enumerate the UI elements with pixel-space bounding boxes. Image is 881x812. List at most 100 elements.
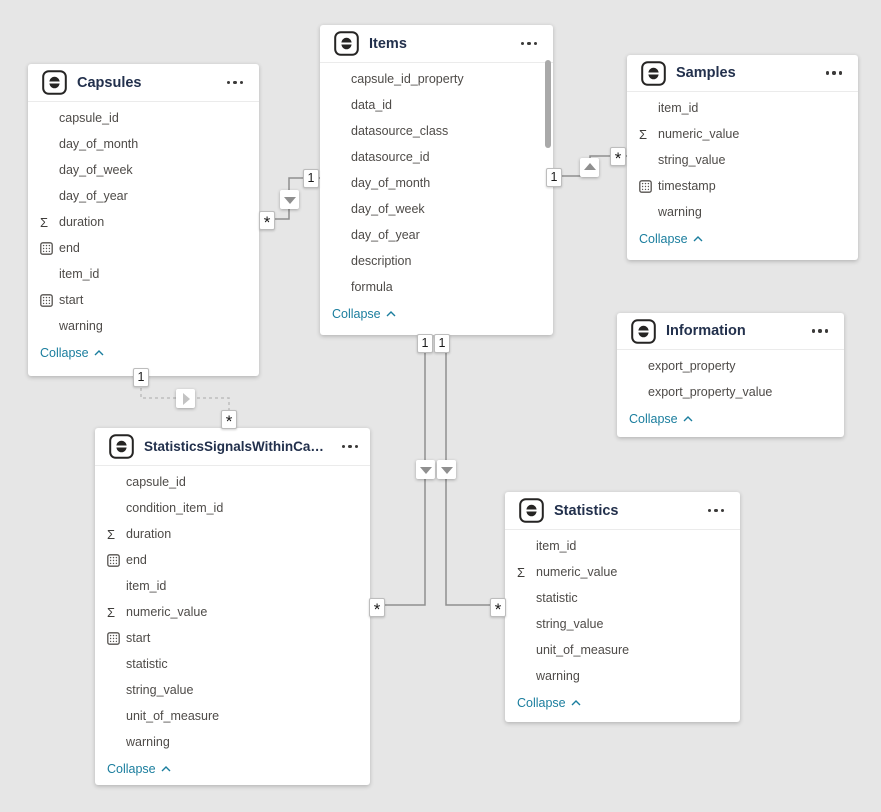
cardinality-label[interactable]: * bbox=[221, 410, 237, 431]
field-row[interactable]: start bbox=[95, 625, 370, 651]
table-card-capsules[interactable]: Capsules capsule_id day_of_month day_of_… bbox=[28, 64, 259, 376]
field-row[interactable]: capsule_id bbox=[95, 469, 370, 495]
table-header[interactable]: Information bbox=[617, 313, 844, 350]
field-row[interactable]: warning bbox=[28, 313, 259, 339]
field-row[interactable]: end bbox=[28, 235, 259, 261]
table-card-information[interactable]: Information export_property export_prope… bbox=[617, 313, 844, 437]
relationship-line-items-statisticssignals[interactable] bbox=[370, 335, 426, 606]
more-options-icon[interactable] bbox=[340, 443, 360, 450]
field-name: day_of_year bbox=[59, 189, 128, 203]
table-header[interactable]: Statistics bbox=[505, 492, 740, 530]
field-row[interactable]: day_of_year bbox=[320, 222, 553, 248]
relationship-line-items-statistics[interactable] bbox=[445, 335, 505, 606]
field-row[interactable]: export_property bbox=[617, 353, 844, 379]
field-row[interactable]: capsule_id_property bbox=[320, 66, 553, 92]
table-header[interactable]: StatisticsSignalsWithinCapsules bbox=[95, 428, 370, 466]
collapse-link[interactable]: Collapse bbox=[517, 693, 581, 713]
field-row[interactable]: datasource_id bbox=[320, 144, 553, 170]
table-header[interactable]: Samples bbox=[627, 55, 858, 92]
collapse-link[interactable]: Collapse bbox=[107, 759, 171, 779]
field-row[interactable]: item_id bbox=[505, 533, 740, 559]
chevron-up-icon bbox=[683, 416, 693, 422]
table-title: Items bbox=[369, 35, 407, 52]
field-row[interactable]: timestamp bbox=[627, 173, 858, 199]
table-card-items[interactable]: Items capsule_id_property data_id dataso… bbox=[320, 25, 553, 335]
field-name: duration bbox=[126, 527, 172, 541]
cardinality-label[interactable]: 1 bbox=[546, 168, 562, 187]
table-header[interactable]: Capsules bbox=[28, 64, 259, 102]
cardinality-label[interactable]: 1 bbox=[133, 368, 149, 387]
field-row[interactable]: start bbox=[28, 287, 259, 313]
cardinality-label[interactable]: * bbox=[490, 598, 506, 619]
filter-direction-down-icon[interactable] bbox=[437, 460, 456, 479]
table-title: Statistics bbox=[554, 502, 619, 519]
collapse-link[interactable]: Collapse bbox=[639, 229, 703, 249]
filter-direction-down-icon[interactable] bbox=[280, 190, 299, 209]
collapse-link[interactable]: Collapse bbox=[332, 304, 396, 324]
field-row[interactable]: statistic bbox=[95, 651, 370, 677]
collapse-link[interactable]: Collapse bbox=[629, 409, 693, 429]
field-row[interactable]: string_value bbox=[95, 677, 370, 703]
field-row[interactable]: condition_item_id bbox=[95, 495, 370, 521]
field-list: capsule_id day_of_month day_of_week day_… bbox=[28, 102, 259, 363]
cardinality-label[interactable]: * bbox=[259, 211, 275, 232]
filter-direction-right-icon[interactable] bbox=[176, 389, 195, 408]
cardinality-label[interactable]: * bbox=[369, 598, 385, 619]
more-options-icon[interactable] bbox=[225, 79, 245, 86]
field-row[interactable]: warning bbox=[95, 729, 370, 755]
field-row[interactable]: end bbox=[95, 547, 370, 573]
field-row[interactable]: day_of_month bbox=[320, 170, 553, 196]
field-row[interactable]: string_value bbox=[627, 147, 858, 173]
field-row[interactable]: warning bbox=[505, 663, 740, 689]
chevron-up-icon bbox=[386, 311, 396, 317]
field-row[interactable]: item_id bbox=[28, 261, 259, 287]
field-row[interactable]: unit_of_measure bbox=[505, 637, 740, 663]
cardinality-label[interactable]: 1 bbox=[434, 334, 450, 353]
field-row[interactable]: formula bbox=[320, 274, 553, 300]
field-row[interactable]: unit_of_measure bbox=[95, 703, 370, 729]
more-options-icon[interactable] bbox=[810, 327, 830, 334]
field-row[interactable]: datasource_class bbox=[320, 118, 553, 144]
more-options-icon[interactable] bbox=[706, 507, 726, 514]
field-row[interactable]: day_of_week bbox=[320, 196, 553, 222]
field-row[interactable]: day_of_week bbox=[28, 157, 259, 183]
field-row[interactable]: data_id bbox=[320, 92, 553, 118]
filter-direction-up-icon[interactable] bbox=[580, 158, 599, 177]
field-row[interactable]: item_id bbox=[627, 95, 858, 121]
field-row[interactable]: description bbox=[320, 248, 553, 274]
field-row[interactable]: day_of_month bbox=[28, 131, 259, 157]
field-name: description bbox=[351, 254, 412, 268]
more-options-icon[interactable] bbox=[824, 69, 844, 76]
cardinality-label[interactable]: 1 bbox=[303, 169, 319, 188]
field-name: duration bbox=[59, 215, 105, 229]
field-row[interactable]: statistic bbox=[505, 585, 740, 611]
filter-direction-down-icon[interactable] bbox=[416, 460, 435, 479]
chevron-up-icon bbox=[161, 766, 171, 772]
table-header[interactable]: Items bbox=[320, 25, 553, 63]
field-row[interactable]: string_value bbox=[505, 611, 740, 637]
field-name: day_of_month bbox=[351, 176, 431, 190]
table-card-statisticssignalswithincapsules[interactable]: StatisticsSignalsWithinCapsules capsule_… bbox=[95, 428, 370, 785]
field-name: unit_of_measure bbox=[126, 709, 220, 723]
more-options-icon[interactable] bbox=[519, 40, 539, 47]
collapse-link[interactable]: Collapse bbox=[40, 343, 104, 363]
field-row[interactable]: item_id bbox=[95, 573, 370, 599]
field-row[interactable]: capsule_id bbox=[28, 105, 259, 131]
field-row[interactable]: export_property_value bbox=[617, 379, 844, 405]
field-name: item_id bbox=[658, 101, 699, 115]
field-row[interactable]: day_of_year bbox=[28, 183, 259, 209]
scrollbar-thumb[interactable] bbox=[545, 60, 551, 148]
calendar-icon bbox=[639, 179, 658, 193]
cardinality-label[interactable]: 1 bbox=[417, 334, 433, 353]
cardinality-label[interactable]: * bbox=[610, 147, 626, 168]
field-row[interactable]: warning bbox=[627, 199, 858, 225]
